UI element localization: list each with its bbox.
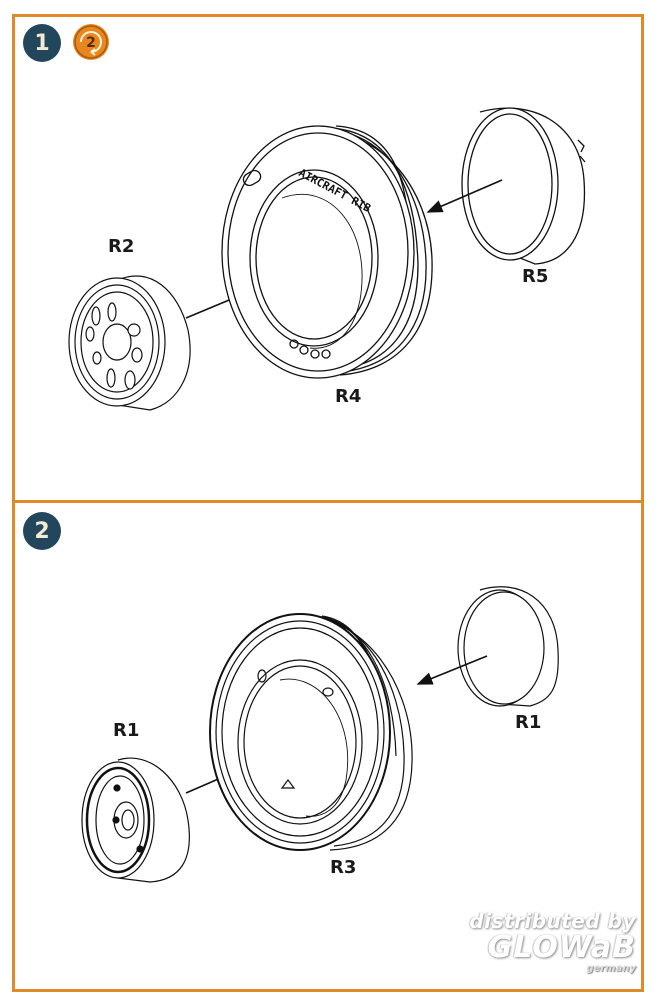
part-R4-tire: AIRCRAFT RIB (221, 125, 433, 379)
label-R3: R3 (330, 857, 357, 878)
watermark-line3: germany (586, 963, 636, 974)
step-divider (12, 500, 644, 503)
repeat-step-icon: 2 (74, 25, 108, 59)
step-1-badge: 1 (23, 24, 61, 62)
instruction-frame (12, 14, 644, 992)
label-R4: R4 (335, 386, 362, 407)
part-R1-cap (457, 586, 559, 707)
distributor-watermark: distributed by GLOWaB germany (469, 909, 636, 974)
part-R3-tire (209, 613, 413, 851)
arrow-R5-to-R4 (426, 179, 503, 213)
label-R1-wheel: R1 (113, 720, 140, 741)
part-R2-wheel (68, 275, 191, 411)
step-2-badge: 2 (23, 512, 61, 550)
part-R5-cap (461, 107, 586, 265)
step-2-number: 2 (34, 518, 50, 544)
arrow-R1-to-R3 (416, 655, 488, 685)
part-R1-wheel (81, 757, 190, 883)
label-R1-cap: R1 (515, 712, 542, 733)
watermark-line1: distributed by (469, 909, 636, 933)
label-R5: R5 (522, 266, 549, 287)
step-1-number: 1 (34, 30, 50, 56)
reference-step-icon: 2 (73, 24, 109, 60)
label-R2: R2 (108, 236, 135, 257)
svg-text:2: 2 (86, 35, 96, 51)
watermark-logo: GLOWaB (487, 930, 636, 965)
